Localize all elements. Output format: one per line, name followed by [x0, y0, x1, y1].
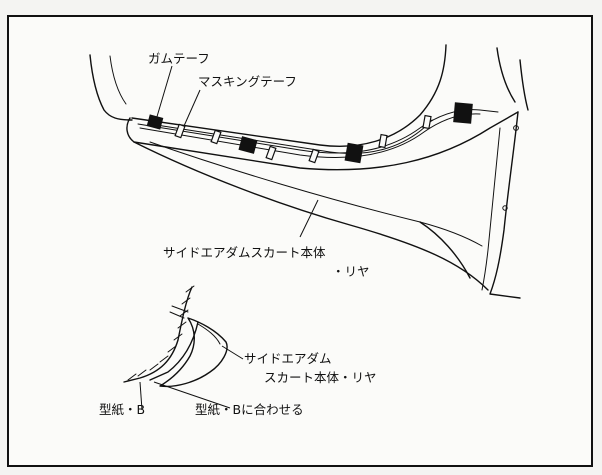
masking-tape-strip: [378, 133, 388, 149]
skirt-lower-curve: [419, 221, 471, 279]
gum-tape-piece: [453, 102, 473, 124]
detail-hatching: [127, 285, 195, 381]
body-panel-inner: [109, 55, 127, 105]
detail-hatching-2: [169, 305, 189, 319]
gum-tape-label: ガムテーフ: [148, 51, 210, 66]
template-b-leader: [139, 381, 143, 411]
skirt-rear-inner-edge: [481, 127, 501, 291]
skirt-body-rear-label-1: サイドエアダムスカート本体: [163, 245, 326, 260]
skirt-top-edge: [126, 111, 519, 171]
detail-skirt-label-1: サイドエアダム: [244, 351, 332, 366]
wheel-arch: [131, 44, 447, 147]
masking-tape-line: [137, 109, 499, 154]
skirt-rear-edge: [489, 111, 521, 299]
skirt-surface-line: [149, 141, 483, 247]
gum-tape-piece: [238, 136, 258, 154]
gum-tape-piece: [344, 142, 364, 164]
detail-view: [123, 285, 244, 411]
detail-skirt-label-2: スカート本体・リヤ: [264, 370, 377, 385]
masking-tape-strip: [308, 148, 320, 164]
masking-tape-label: マスキングテーフ: [198, 74, 297, 89]
detail-skirt-flange: [197, 323, 221, 345]
detail-skirt-piece: [159, 317, 228, 388]
rear-quarter-edge-2: [519, 59, 529, 111]
gum-tape-leader: [155, 65, 173, 121]
masking-tape-leader: [183, 89, 201, 127]
figure-frame: [7, 15, 593, 467]
align-template-b-label: 型紙・Bに合わせる: [195, 402, 304, 417]
masking-tape-strip: [210, 129, 222, 145]
mount-hole-lower: [502, 205, 508, 211]
skirt-body-leader: [299, 199, 319, 238]
skirt-body-rear-label-2: ・リヤ: [332, 264, 370, 279]
masking-tape-strip: [265, 145, 277, 161]
rear-quarter-edge: [496, 47, 516, 103]
gum-tape-piece: [146, 114, 164, 130]
template-b-label: 型紙・B: [99, 402, 145, 417]
wheel-arch-inner: [149, 119, 433, 155]
detail-body-edge: [123, 286, 193, 383]
detail-skirt-leader: [221, 345, 244, 360]
mount-hole-upper: [513, 125, 519, 131]
skirt-main-view: [89, 44, 529, 299]
masking-tape-strip: [174, 123, 186, 139]
template-b-edge: [149, 321, 199, 381]
skirt-bottom-edge: [133, 141, 489, 291]
align-template-b-leader: [153, 381, 231, 409]
masking-tape-strip: [422, 114, 432, 130]
body-panel-outline: [89, 54, 133, 121]
